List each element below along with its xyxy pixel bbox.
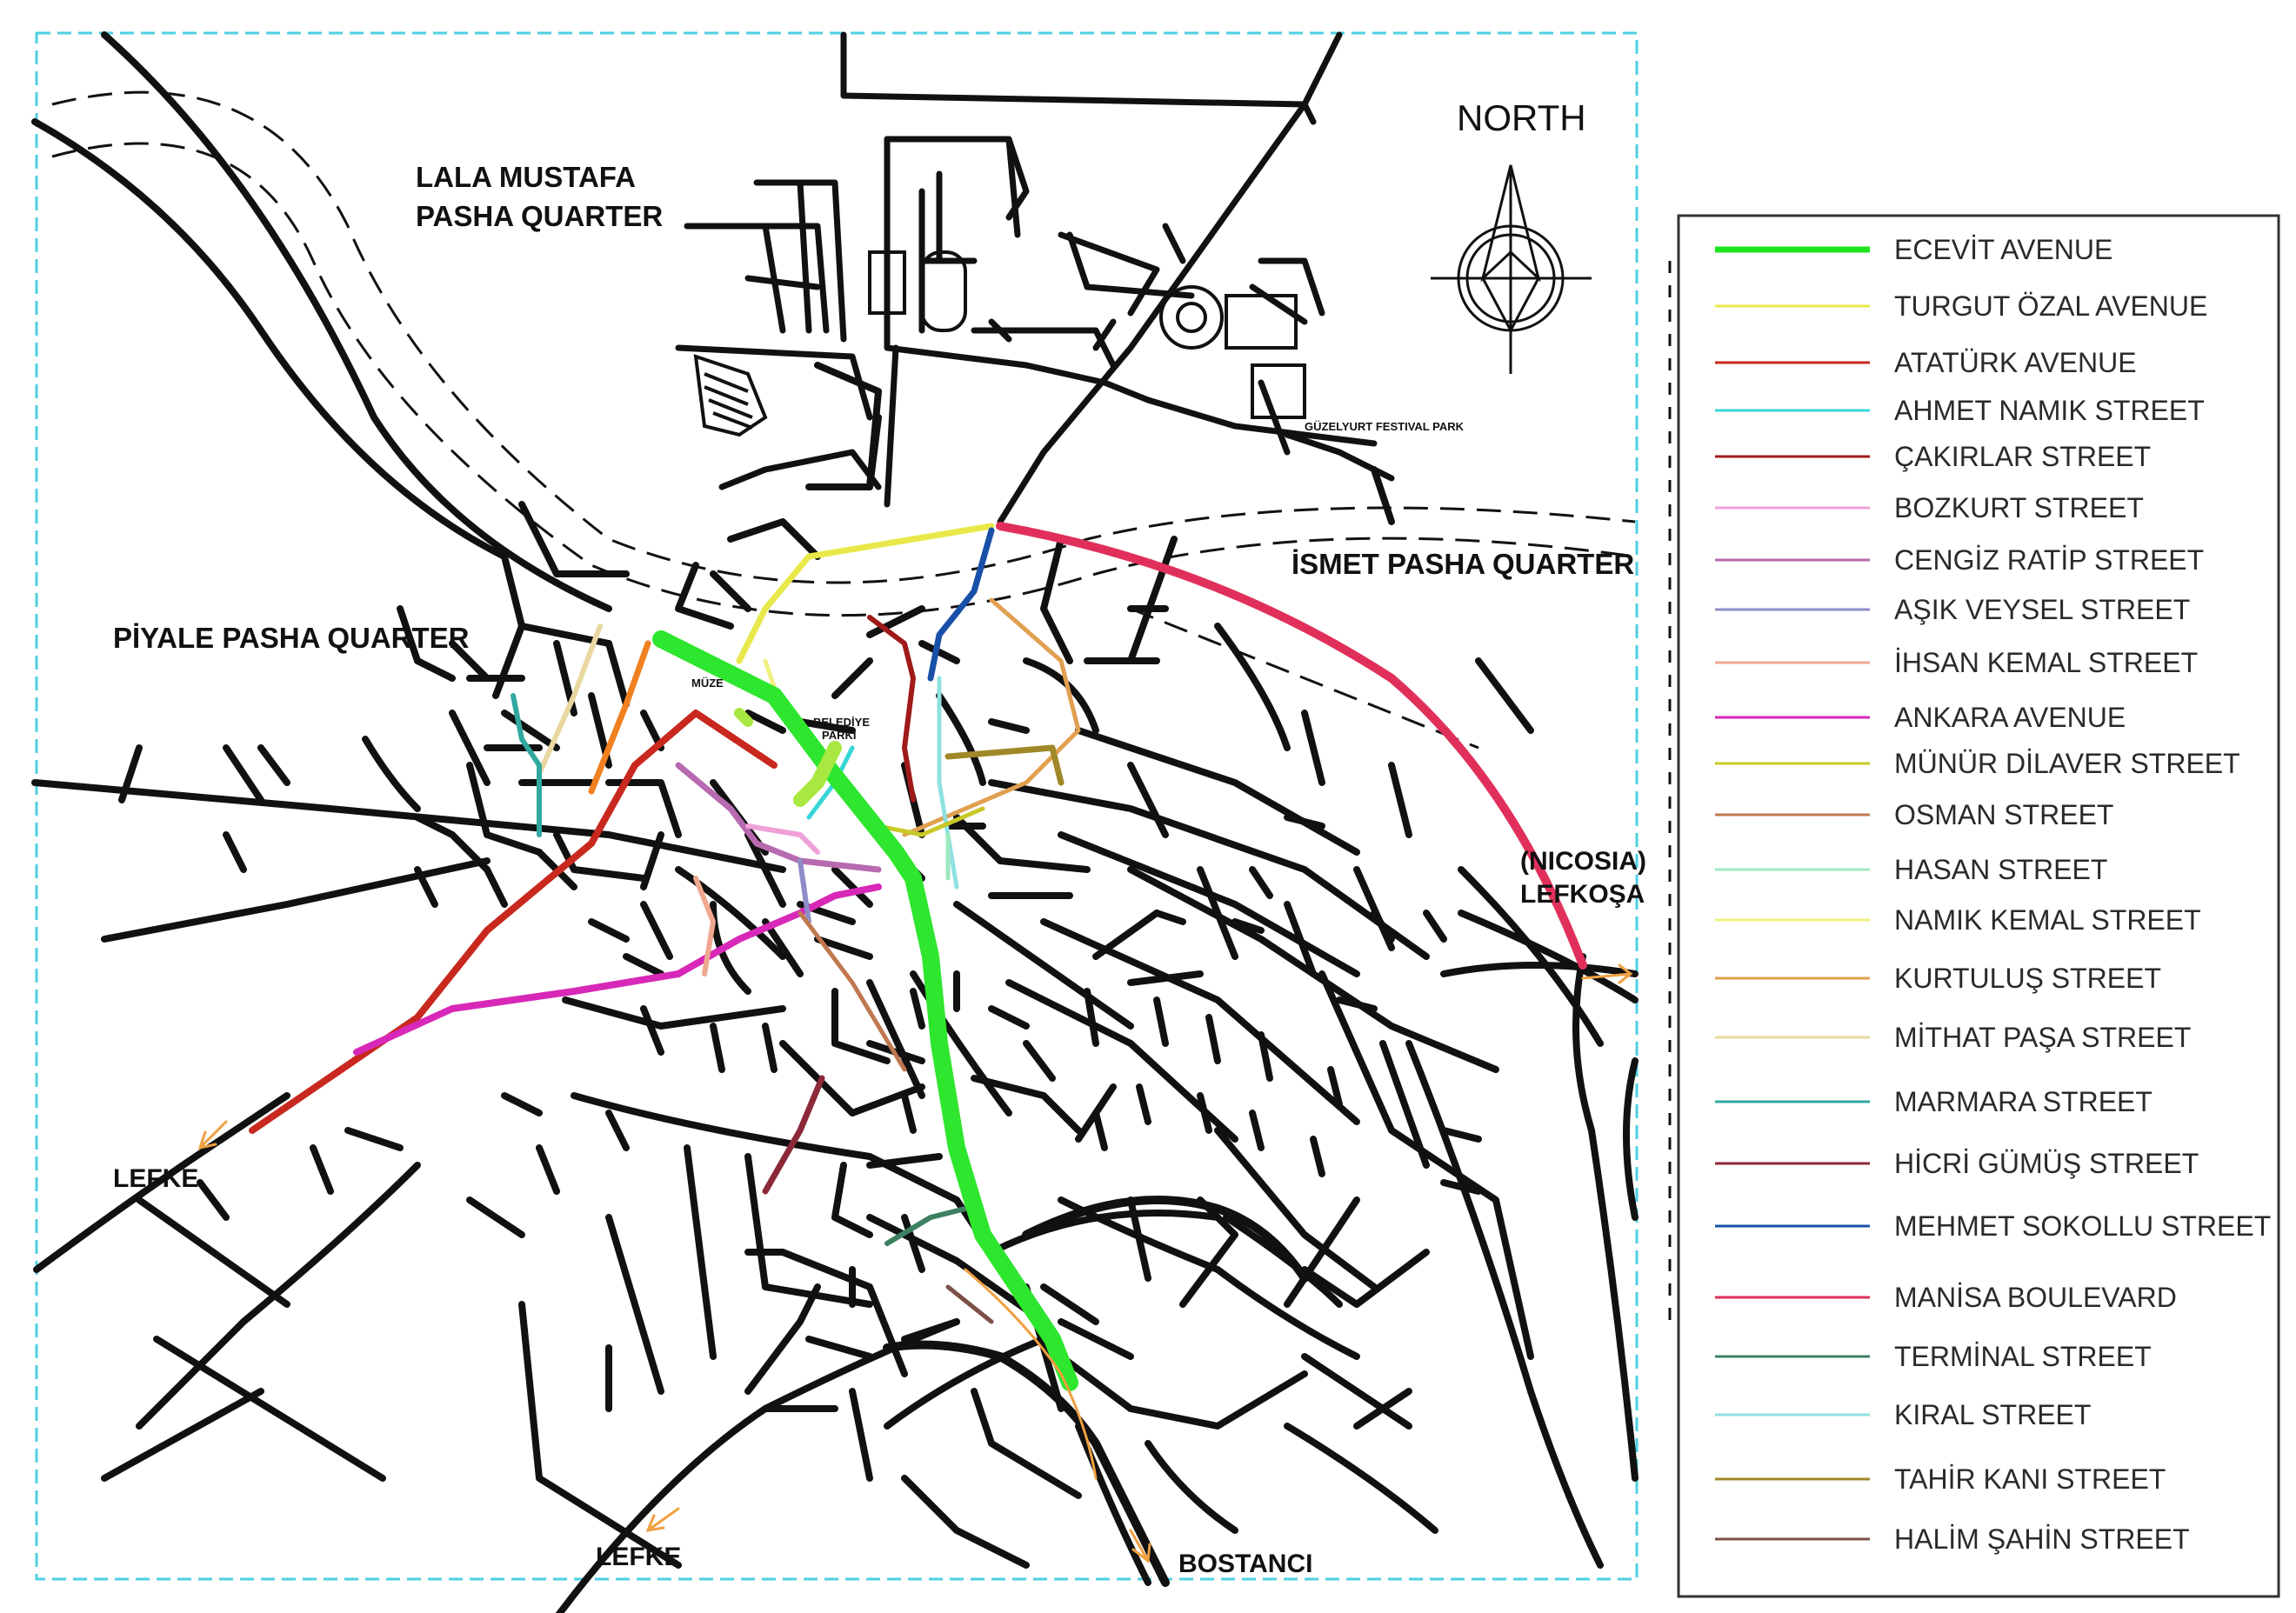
- legend-item: MÜNÜR DİLAVER STREET: [1715, 748, 2240, 779]
- legend-label: MÜNÜR DİLAVER STREET: [1894, 748, 2240, 779]
- place-belediye-line1: BELEDİYE: [813, 716, 870, 729]
- street-munur-dilaver: [876, 806, 985, 837]
- legend-item: HASAN STREET: [1715, 854, 2107, 885]
- legend-label: CENGİZ RATİP STREET: [1894, 544, 2204, 576]
- destination-bostanci: BOSTANCI: [1178, 1550, 1312, 1578]
- street-halim-sahin: [945, 1284, 994, 1324]
- legend-label: İHSAN KEMAL STREET: [1894, 647, 2198, 678]
- legend-item: ECEVİT AVENUE: [1715, 234, 2112, 265]
- quarter-lala-line1: LALA MUSTAFA: [416, 161, 636, 193]
- legend-item: İHSAN KEMAL STREET: [1715, 647, 2198, 678]
- street-marmara: [511, 693, 542, 837]
- legend-label: HALİM ŞAHİN STREET: [1894, 1523, 2190, 1555]
- legend-item: HİCRİ GÜMÜŞ STREET: [1715, 1148, 2199, 1179]
- legend-item: OSMAN STREET: [1715, 799, 2113, 830]
- destination-lefke-west: LEFKE: [113, 1164, 198, 1193]
- legend-label: ECEVİT AVENUE: [1894, 234, 2112, 265]
- legend-label: NAMIK KEMAL STREET: [1894, 904, 2201, 936]
- legend-label: MİTHAT PAŞA STREET: [1894, 1022, 2191, 1053]
- street-mehmet-sokollu: [927, 527, 995, 682]
- legend-box: [1677, 214, 2280, 1598]
- destination-lefkosa: LEFKOŞA: [1520, 880, 1645, 909]
- legend-item: HALİM ŞAHİN STREET: [1715, 1523, 2190, 1555]
- south-highway: [883, 1196, 1309, 1587]
- north-arrow-icon: [1431, 164, 1592, 374]
- street-orange-west: [588, 640, 651, 795]
- legend-item: MİTHAT PAŞA STREET: [1715, 1022, 2191, 1053]
- legend-item: MEHMET SOKOLLU STREET: [1715, 1210, 2271, 1242]
- legend-item: ANKARA AVENUE: [1715, 702, 2126, 733]
- quarter-lala-line2: PASHA QUARTER: [416, 200, 663, 232]
- street-terminal: [884, 1206, 968, 1246]
- legend-item: TAHİR KANI STREET: [1715, 1463, 2166, 1495]
- street-mithat-pasa: [537, 623, 603, 777]
- legend-item: ATATÜRK AVENUE: [1715, 347, 2137, 378]
- legend-item: AŞIK VEYSEL STREET: [1715, 594, 2190, 625]
- place-muze: MÜZE: [691, 677, 724, 690]
- legend-label: TURGUT ÖZAL AVENUE: [1894, 290, 2207, 322]
- street-hicri-gumus: [762, 1075, 825, 1195]
- street-ataturk-avenue: [249, 710, 778, 1134]
- place-festival-park: GÜZELYURT FESTIVAL PARK: [1305, 420, 1465, 433]
- street-asik-veysel: [798, 858, 811, 924]
- legend-label: TAHİR KANI STREET: [1894, 1463, 2166, 1495]
- street-osman: [798, 910, 907, 1072]
- colored-streets: [249, 522, 1587, 1391]
- quarter-ismet: İSMET PASHA QUARTER: [1292, 548, 1634, 580]
- legend-label: HİCRİ GÜMÜŞ STREET: [1894, 1148, 2199, 1179]
- map-frame: [35, 31, 1639, 1581]
- place-belediye-line2: PARKI: [822, 729, 856, 742]
- legend-label: ÇAKIRLAR STREET: [1894, 441, 2151, 472]
- park-patch-2: [734, 708, 753, 727]
- north-roads: [675, 31, 1395, 525]
- destination-arrows: [197, 963, 1633, 1563]
- legend-item: NAMIK KEMAL STREET: [1715, 904, 2201, 936]
- legend-item: AHMET NAMIK STREET: [1715, 395, 2205, 426]
- street-ihsan-kemal: [693, 876, 716, 976]
- legend-item: TURGUT ÖZAL AVENUE: [1715, 290, 2207, 322]
- legend-item: MANİSA BOULEVARD: [1715, 1282, 2177, 1313]
- destination-nicosia: (NICOSIA): [1520, 847, 1646, 876]
- legend-item: KURTULUŞ STREET: [1715, 963, 2161, 994]
- legend-item: BOZKURT STREET: [1715, 492, 2144, 523]
- street-cakirlar: [867, 615, 916, 803]
- legend: ECEVİT AVENUE TURGUT ÖZAL AVENUE ATATÜRK A…: [1715, 234, 2271, 1555]
- road-network: [31, 31, 1639, 1613]
- legend-label: BOZKURT STREET: [1894, 492, 2144, 523]
- legend-label: OSMAN STREET: [1894, 799, 2113, 830]
- legend-item: CENGİZ RATİP STREET: [1715, 544, 2204, 576]
- legend-label: MEHMET SOKOLLU STREET: [1894, 1210, 2271, 1242]
- street-tahir-kani: [944, 744, 1065, 786]
- street-turgut-ozal-avenue: [736, 523, 995, 664]
- street-kurtulus: [902, 597, 1081, 837]
- legend-label: KIRAL STREET: [1894, 1399, 2091, 1430]
- street-ecevit-avenue: [652, 630, 1078, 1391]
- east-roads: [1371, 466, 1639, 1482]
- legend-item: MARMARA STREET: [1715, 1086, 2152, 1117]
- north-label: NORTH: [1457, 97, 1586, 138]
- street-bozkurt: [745, 823, 820, 855]
- legend-label: MARMARA STREET: [1894, 1086, 2152, 1117]
- legend-label: TERMİNAL STREET: [1894, 1341, 2152, 1372]
- street-manisa-boulevard: [996, 522, 1587, 970]
- legend-label: ANKARA AVENUE: [1894, 702, 2126, 733]
- legend-item: ÇAKIRLAR STREET: [1715, 441, 2151, 472]
- legend-item: KIRAL STREET: [1715, 1399, 2091, 1430]
- legend-label: HASAN STREET: [1894, 854, 2107, 885]
- park-patch: [793, 741, 842, 807]
- legend-label: AŞIK VEYSEL STREET: [1894, 594, 2190, 625]
- legend-label: MANİSA BOULEVARD: [1894, 1282, 2177, 1313]
- destination-lefke-south: LEFKE: [596, 1543, 681, 1571]
- quarter-piyale: PİYALE PASHA QUARTER: [113, 622, 470, 654]
- legend-label: ATATÜRK AVENUE: [1894, 347, 2137, 378]
- street-cengiz-ratip: [675, 762, 882, 873]
- contour-lines: [51, 90, 1636, 750]
- legend-item: TERMİNAL STREET: [1715, 1341, 2152, 1372]
- legend-label: KURTULUŞ STREET: [1894, 963, 2161, 994]
- stadium-block: [693, 250, 1306, 437]
- street-kiral: [937, 676, 959, 890]
- legend-label: AHMET NAMIK STREET: [1894, 395, 2205, 426]
